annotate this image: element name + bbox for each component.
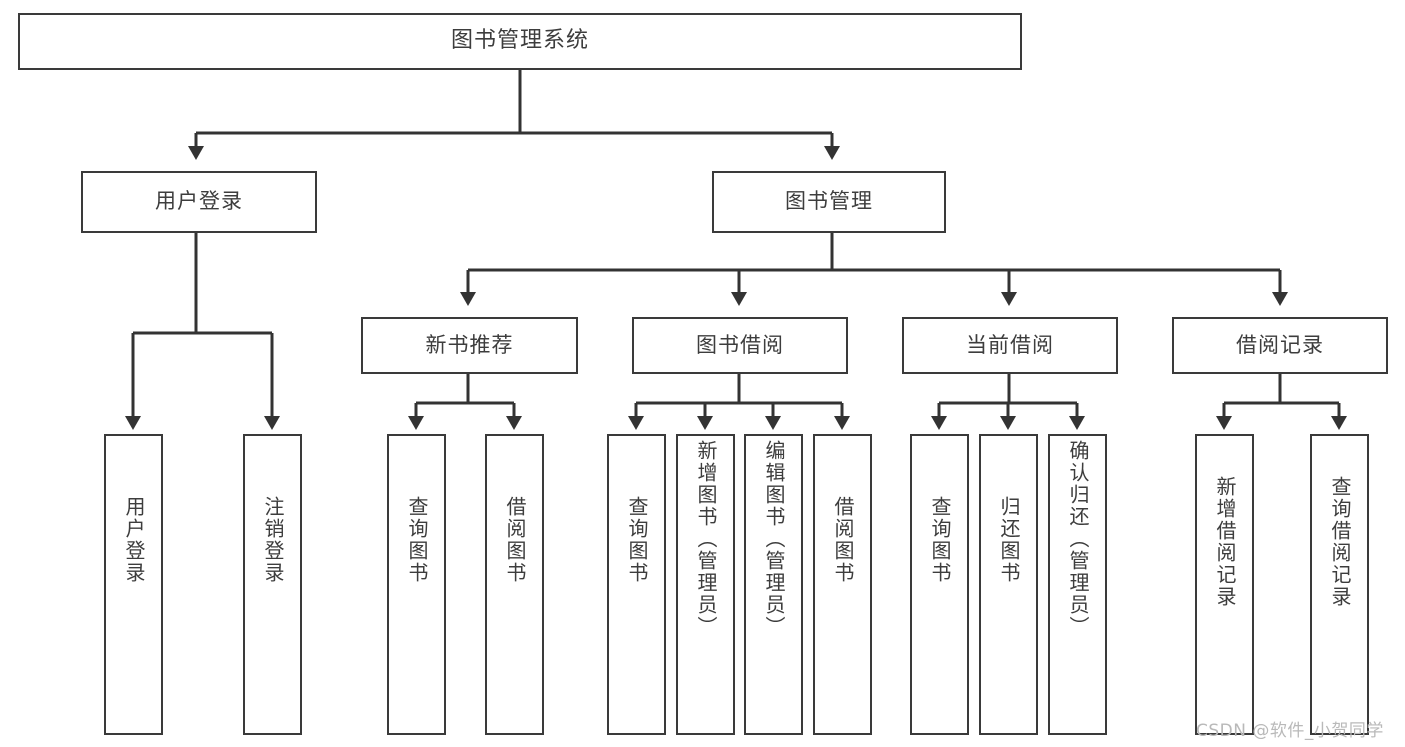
leaf-new-book-query[interactable]: 查询图书 [387,434,446,735]
node-new-book-recommend-label: 新书推荐 [425,332,514,357]
node-book-management[interactable]: 图书管理 [712,171,946,233]
node-user-login-label: 用户登录 [155,189,243,214]
leaf-book-borrow-query-label: 查询图书 [625,496,649,584]
leaf-book-borrow-edit-label: 编辑图书（管理员） [762,440,786,638]
node-user-login[interactable]: 用户登录 [81,171,317,233]
leaf-new-book-borrow[interactable]: 借阅图书 [485,434,544,735]
leaf-current-borrow-query-label: 查询图书 [928,496,952,584]
node-book-borrow-label: 图书借阅 [696,332,784,357]
leaf-borrow-record-add[interactable]: 新增借阅记录 [1195,434,1254,735]
leaf-current-borrow-query[interactable]: 查询图书 [910,434,969,735]
leaf-user-login-login[interactable]: 用户登录 [104,434,163,735]
leaf-user-login-logout-label: 注销登录 [261,496,285,584]
leaf-book-borrow-query[interactable]: 查询图书 [607,434,666,735]
node-root-system[interactable]: 图书管理系统 [18,13,1022,70]
leaf-user-login-logout[interactable]: 注销登录 [243,434,302,735]
leaf-book-borrow-add-label: 新增图书（管理员） [694,440,718,638]
leaf-current-borrow-confirm-label: 确认归还（管理员） [1066,440,1090,638]
node-borrow-record[interactable]: 借阅记录 [1172,317,1388,374]
node-book-borrow[interactable]: 图书借阅 [632,317,848,374]
node-borrow-record-label: 借阅记录 [1236,332,1324,357]
leaf-current-borrow-confirm[interactable]: 确认归还（管理员） [1048,434,1107,735]
leaf-borrow-record-query[interactable]: 查询借阅记录 [1310,434,1369,735]
node-current-borrow-label: 当前借阅 [966,332,1054,357]
leaf-borrow-record-query-label: 查询借阅记录 [1328,476,1352,608]
leaf-book-borrow-borrow[interactable]: 借阅图书 [813,434,872,735]
watermark-text: CSDN @软件_小贺同学 [1196,721,1384,741]
leaf-new-book-borrow-label: 借阅图书 [503,496,527,584]
leaf-book-borrow-borrow-label: 借阅图书 [831,496,855,584]
leaf-book-borrow-add[interactable]: 新增图书（管理员） [676,434,735,735]
leaf-user-login-login-label: 用户登录 [122,496,146,584]
leaf-book-borrow-edit[interactable]: 编辑图书（管理员） [744,434,803,735]
node-current-borrow[interactable]: 当前借阅 [902,317,1118,374]
leaf-new-book-query-label: 查询图书 [405,496,429,584]
leaf-current-borrow-return-label: 归还图书 [997,496,1021,584]
node-root-system-label: 图书管理系统 [450,28,589,54]
node-book-management-label: 图书管理 [785,189,873,214]
leaf-current-borrow-return[interactable]: 归还图书 [979,434,1038,735]
leaf-borrow-record-add-label: 新增借阅记录 [1213,476,1237,608]
node-new-book-recommend[interactable]: 新书推荐 [361,317,578,374]
